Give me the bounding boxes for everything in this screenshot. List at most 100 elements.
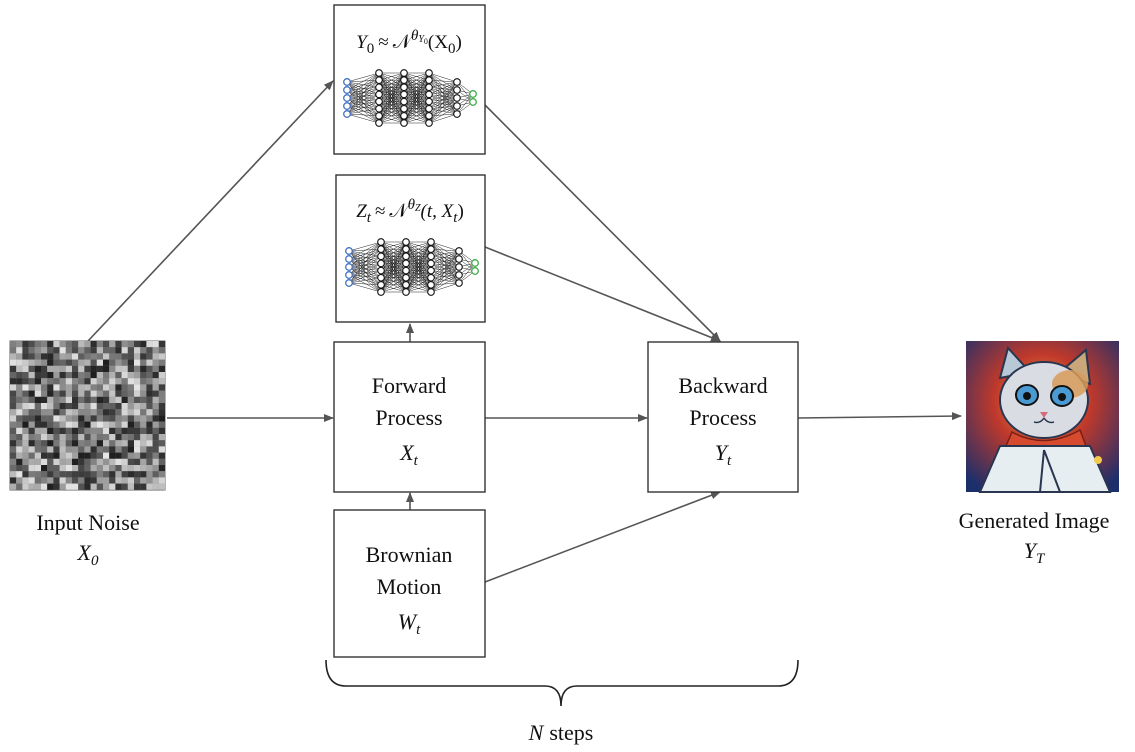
backward-process-box: Backward Process Yt xyxy=(647,341,799,493)
y0-network-box: Y0≈𝒩θY0(X0) xyxy=(333,4,486,155)
nn-edge xyxy=(428,79,458,107)
nn-edge xyxy=(348,241,382,260)
nn-edge xyxy=(348,266,382,278)
nn-node xyxy=(453,102,461,110)
nn-node xyxy=(402,245,410,253)
nn-edge xyxy=(430,241,460,252)
nn-node xyxy=(400,83,408,92)
nn-edge xyxy=(346,79,380,107)
nn-node xyxy=(455,279,463,287)
nn-edge xyxy=(428,79,458,91)
nn-node xyxy=(402,266,410,275)
nn-edge xyxy=(428,79,458,83)
nn-edge xyxy=(348,258,382,271)
nn-node xyxy=(425,97,433,106)
nn-node xyxy=(377,252,385,261)
nn-edge xyxy=(430,266,460,286)
nn-edge xyxy=(346,79,380,115)
nn-edge xyxy=(348,263,382,284)
nn-edge xyxy=(346,105,380,109)
nn-node xyxy=(402,281,410,289)
nn-edge xyxy=(378,72,405,124)
nn-edge xyxy=(403,72,430,109)
nn-edge xyxy=(348,256,382,284)
nn-edge xyxy=(430,282,460,293)
nn-edge xyxy=(430,250,460,278)
nn-edge xyxy=(348,248,382,268)
nn-edge xyxy=(346,81,380,95)
nn-node xyxy=(427,252,435,261)
nn-node xyxy=(453,78,461,86)
nn-edge xyxy=(430,250,460,264)
nn-node xyxy=(425,90,433,99)
nn-edge xyxy=(346,113,380,117)
nn-node xyxy=(377,245,385,253)
nn-edge xyxy=(430,248,460,260)
nn-node xyxy=(427,238,435,246)
n-steps-brace xyxy=(325,659,799,707)
nn-edge xyxy=(428,97,458,124)
nn-edge xyxy=(403,72,430,88)
nn-edge xyxy=(428,87,458,91)
nn-node xyxy=(402,252,410,261)
nn-edge xyxy=(378,101,405,124)
nn-node xyxy=(400,90,408,99)
nn-edge xyxy=(430,250,460,271)
nn-edge xyxy=(348,282,382,293)
nn-edge xyxy=(430,266,460,293)
nn-node xyxy=(343,110,351,118)
nn-edge xyxy=(403,72,430,95)
nn-edge xyxy=(346,89,380,124)
brownian-label-line1: Brownian xyxy=(366,542,453,567)
nn-edge xyxy=(348,258,382,293)
nn-edge xyxy=(430,248,460,276)
nn-edge xyxy=(378,108,405,124)
nn-edge xyxy=(428,81,458,109)
nn-edge xyxy=(403,94,430,124)
nn-edge xyxy=(348,250,382,286)
nn-edge xyxy=(346,87,380,115)
nn-node xyxy=(375,76,383,84)
nn-edge xyxy=(430,277,460,284)
nn-edge xyxy=(430,274,460,278)
nn-edge xyxy=(428,87,458,115)
nn-edge xyxy=(430,274,460,286)
nn-edge xyxy=(428,105,458,124)
nn-edge xyxy=(346,94,380,99)
backward-label-line1: Backward xyxy=(678,373,767,398)
brownian-motion-box: Brownian Motion Wt xyxy=(333,509,486,658)
nn-edge xyxy=(346,81,380,88)
nn-node xyxy=(427,266,435,275)
nn-edge xyxy=(428,97,458,109)
nn-edge xyxy=(380,270,407,293)
nn-node xyxy=(375,69,383,77)
nn-edge xyxy=(428,113,458,117)
nn-node xyxy=(343,86,351,94)
nn-edge xyxy=(405,270,432,293)
nn-edge xyxy=(430,256,460,260)
nn-edge xyxy=(346,87,380,91)
nn-edge xyxy=(346,113,380,124)
nn-node xyxy=(455,263,463,271)
nn-edge xyxy=(346,72,380,99)
generated-image-label: Generated Image xyxy=(959,508,1110,533)
nn-edge xyxy=(428,79,458,115)
nn-edge xyxy=(430,263,460,276)
nn-edge xyxy=(378,72,405,81)
nn-edge xyxy=(346,81,380,109)
nn-edge xyxy=(430,263,460,268)
nn-node xyxy=(471,267,479,275)
nn-edge xyxy=(378,72,405,88)
nn-edge xyxy=(346,101,380,107)
nn-edge xyxy=(348,256,382,268)
nn-edge xyxy=(430,266,460,271)
nn-edge xyxy=(348,241,382,252)
nn-edge xyxy=(346,94,380,115)
nn-node xyxy=(375,83,383,92)
nn-node xyxy=(425,69,433,77)
nn-edge xyxy=(348,282,382,286)
nn-edge xyxy=(430,256,460,284)
nn-edge xyxy=(348,266,382,293)
nn-edge xyxy=(430,274,460,293)
